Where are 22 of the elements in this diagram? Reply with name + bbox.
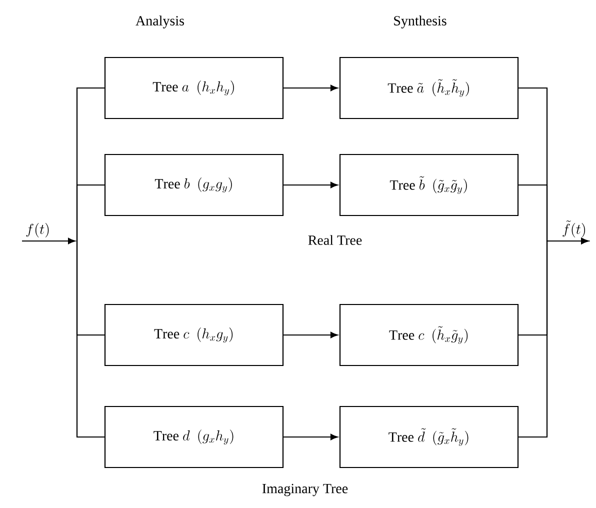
tree-box: $\mathrm{Tree}\ c\ \ (h_x g_y)$ — [104, 304, 284, 366]
output-signal-label: $\tilde{f}(t)$ — [562, 220, 586, 238]
tree-box: $\mathrm{Tree}\ \tilde{a}\ \ (\tilde{h}_x \tilde{h}_y)$ — [339, 56, 519, 120]
column-heading: Synthesis — [392, 14, 448, 30]
arrow — [518, 238, 588, 438]
arrow — [284, 84, 338, 92]
arrow — [22, 238, 76, 244]
tree-box: $\mathrm{Tree}\ \tilde{d}\ \ (\tilde{g}_x \tilde{h}_y)$ — [339, 406, 519, 468]
tree-box: $\mathrm{Tree}\ a\ \ (h_x h_y)$ — [104, 56, 284, 120]
tree-box: $\mathrm{Tree}\ b\ \ (g_x g_y)$ — [104, 154, 284, 216]
arrow — [284, 332, 338, 338]
arrow — [284, 182, 338, 188]
tree-box: $\mathrm{Tree}\ c\ \ (\tilde{h}_x \tilde{g}_y)$ — [339, 304, 519, 366]
connector-line — [76, 241, 104, 438]
tree-box: $\mathrm{Tree}\ \tilde{b}\ \ (\tilde{g}_x \tilde{g}_y)$ — [339, 154, 519, 216]
tree-box: $\mathrm{Tree}\ d\ \ (g_x h_y)$ — [104, 406, 284, 468]
group-label: Real Tree — [306, 234, 364, 246]
column-heading: Analysis — [134, 14, 186, 30]
input-signal-label: $f(t)$ — [26, 223, 49, 238]
group-label: Imaginary Tree — [260, 482, 350, 498]
arrow — [284, 434, 338, 440]
connector-line — [76, 184, 104, 241]
